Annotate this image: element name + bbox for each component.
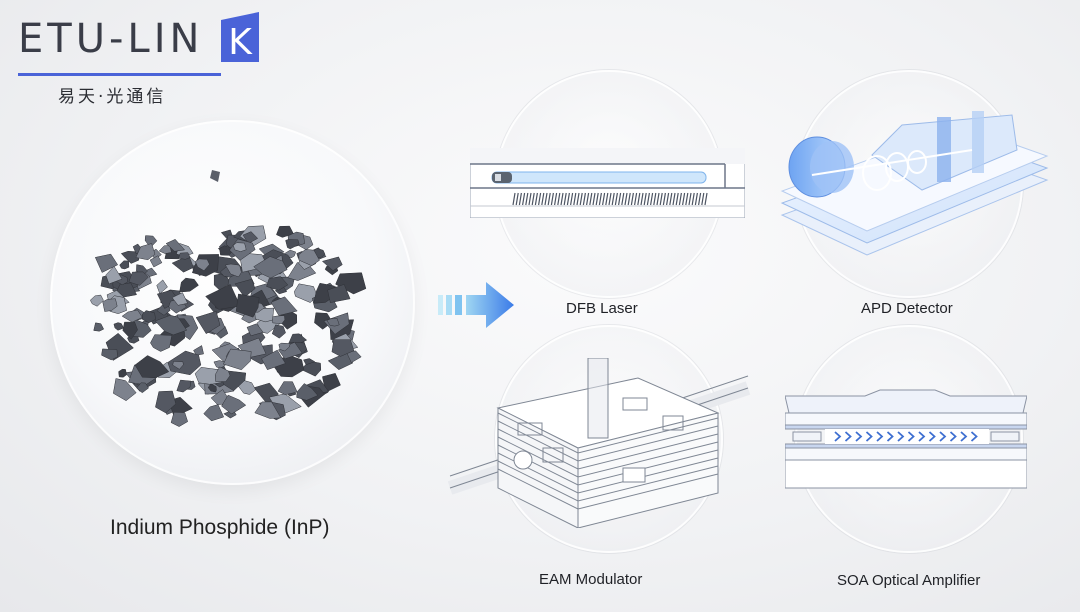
dfb-laser-label: DFB Laser bbox=[566, 300, 638, 317]
eam-modulator-icon bbox=[448, 358, 751, 528]
dfb-laser-icon bbox=[470, 148, 745, 218]
right-arrow-icon bbox=[438, 282, 514, 328]
brand-logo: ETU-LIN K 易天·光通信 bbox=[18, 12, 259, 107]
inp-material-sphere bbox=[50, 120, 415, 485]
brand-k-mark: K bbox=[221, 12, 259, 62]
brand-subtitle: 易天·光通信 bbox=[58, 87, 167, 107]
material-label: Indium Phosphide (InP) bbox=[110, 516, 330, 539]
brand-underline bbox=[18, 73, 221, 76]
svg-text:K: K bbox=[228, 22, 253, 62]
apd-detector-label: APD Detector bbox=[861, 300, 953, 317]
apd-detector-icon bbox=[780, 111, 1049, 256]
brand-logo-text: ETU-LIN bbox=[18, 16, 204, 62]
eam-modulator-label: EAM Modulator bbox=[539, 571, 643, 588]
inp-crystal-flakes-icon bbox=[89, 170, 367, 427]
soa-amplifier-icon bbox=[785, 389, 1027, 489]
soa-amplifier-label: SOA Optical Amplifier bbox=[837, 572, 981, 589]
